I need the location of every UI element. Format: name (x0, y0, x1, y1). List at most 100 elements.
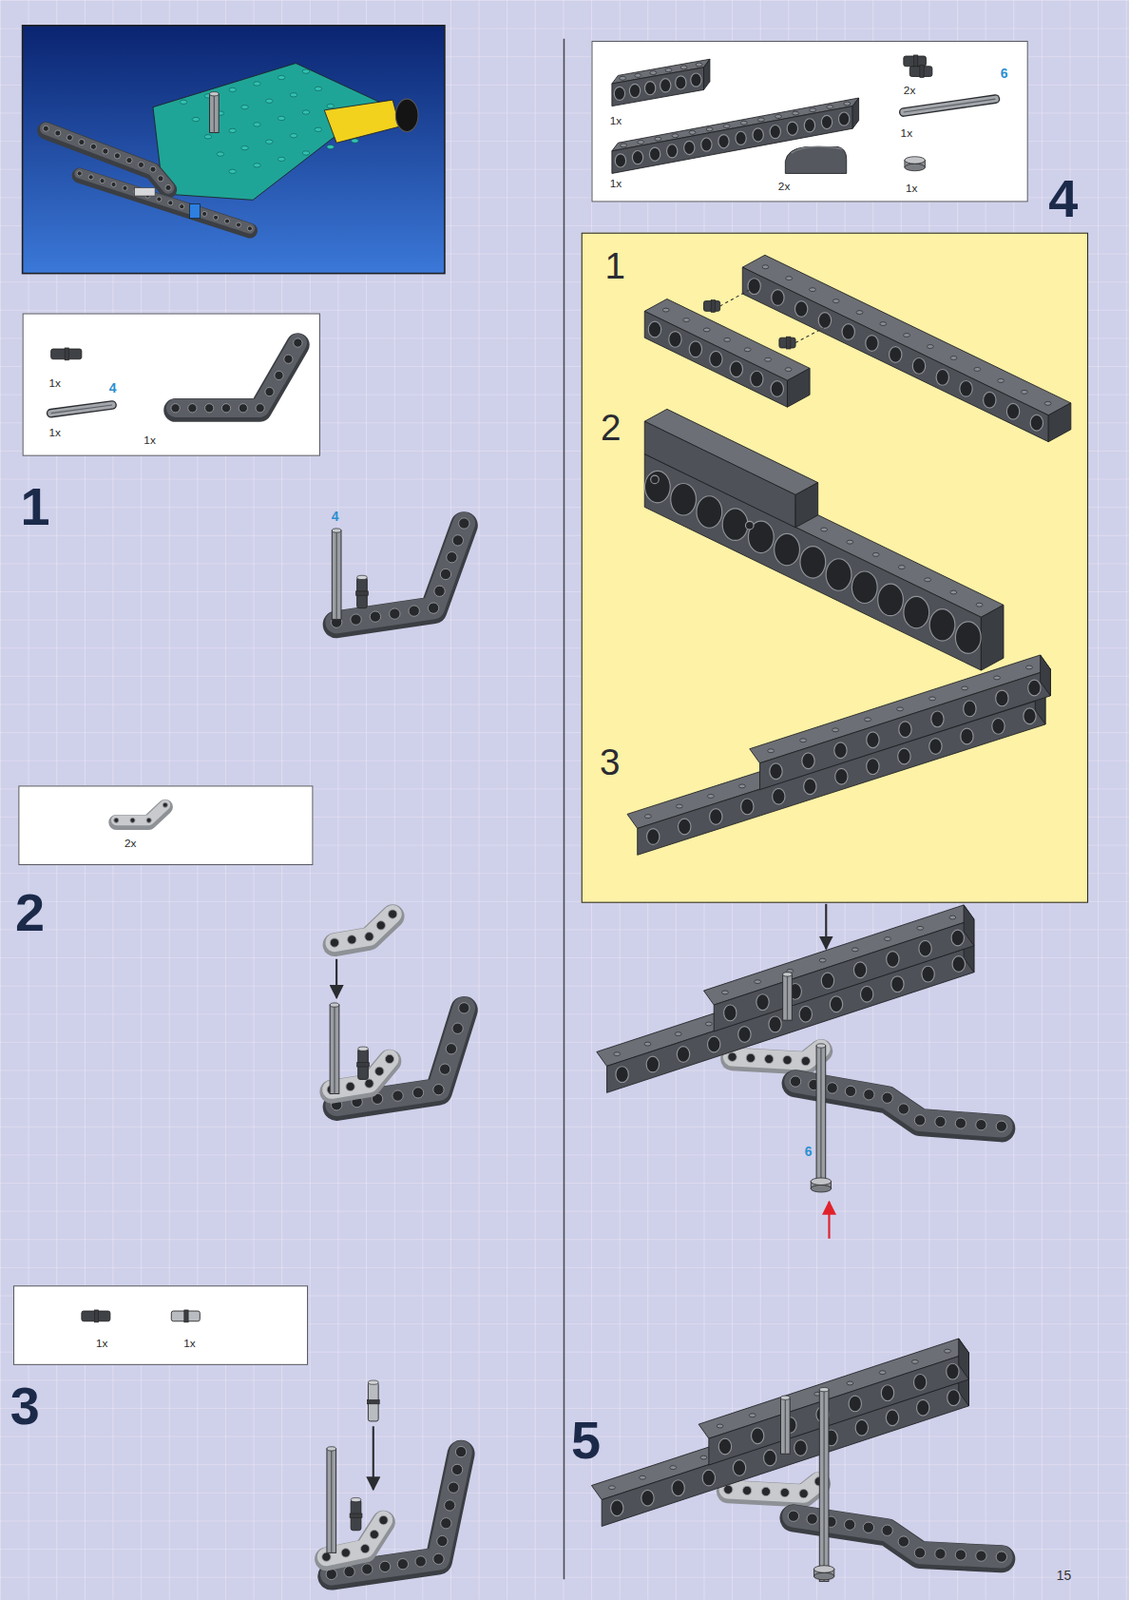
stud (289, 133, 298, 138)
axle (329, 1004, 340, 1093)
axle-groove (822, 1391, 824, 1582)
beam-hole (983, 391, 996, 408)
stud (326, 103, 335, 108)
model-picture (22, 25, 445, 274)
stud (706, 127, 713, 132)
beam-hole (931, 710, 944, 728)
beam-hole (963, 700, 976, 717)
bush-top (904, 156, 925, 165)
liftarm-hole (881, 1524, 893, 1535)
beam-hole (771, 289, 785, 307)
stud (716, 1423, 724, 1428)
beam-hole (898, 747, 911, 765)
liftarm-hole (397, 1558, 408, 1570)
stud (994, 675, 1001, 680)
part-count: 2x (778, 180, 790, 192)
liftarm-hole (780, 1487, 789, 1496)
liftarm-hole (157, 175, 164, 182)
beam-side (644, 454, 981, 671)
beam-hole (1030, 414, 1043, 431)
stud (949, 915, 957, 919)
beam-hole (929, 609, 956, 641)
beam-hole (649, 147, 660, 161)
liftarm-hole (255, 403, 265, 413)
pin-mark (650, 475, 660, 484)
beam-hole (732, 1459, 746, 1476)
liftarm-hole (392, 1090, 403, 1101)
beam-hole (794, 1439, 807, 1456)
beam-hole (774, 533, 801, 565)
liftarm-hole (452, 1022, 463, 1034)
parts-callout: 2x (18, 784, 313, 865)
liftarm-hole (843, 1518, 855, 1530)
beam-end (963, 904, 975, 946)
stud (650, 71, 657, 76)
part-count: 2x (903, 84, 916, 96)
beam-hole (675, 76, 687, 90)
beam-hole (946, 1362, 959, 1379)
pin-mark (745, 520, 754, 530)
beam-hole (702, 1469, 715, 1486)
axle-end (783, 972, 793, 976)
liftarm-hole (362, 1563, 373, 1574)
beam-hole (929, 738, 942, 755)
liftarm-hole (801, 1055, 810, 1065)
stud (911, 1358, 919, 1363)
beam-hole (889, 346, 902, 364)
beam-hole (960, 727, 974, 745)
beam-side (644, 310, 787, 407)
beam-hole (821, 972, 834, 989)
liftarm-hole (448, 1481, 460, 1493)
stud (229, 169, 237, 173)
liftarm-hole (789, 1075, 801, 1087)
beam-hole (848, 1395, 862, 1412)
beam-hole (955, 621, 981, 653)
page-number: 15 (1056, 1569, 1072, 1583)
stud (1020, 389, 1028, 394)
beam-hole (752, 128, 764, 142)
stud (974, 367, 981, 372)
liftarm-hole (130, 817, 135, 823)
liftarm-hole (914, 1114, 925, 1126)
stud (277, 156, 286, 161)
axle (816, 1045, 826, 1184)
axle-end (210, 92, 220, 96)
axle (326, 1448, 337, 1552)
column-divider (563, 38, 566, 1579)
beam-hole (802, 752, 815, 769)
liftarm-hole (88, 174, 94, 180)
pin-collar (786, 336, 791, 349)
liftarm-top (334, 914, 393, 943)
beam-hole (709, 350, 723, 367)
beam-hole (684, 140, 695, 154)
stud (705, 1021, 712, 1026)
stud (832, 727, 840, 732)
beam-hole (768, 1015, 782, 1033)
liftarm-hole (265, 386, 274, 396)
beam-hole (641, 1489, 654, 1506)
beam-hole (885, 1409, 899, 1426)
beam-hole (701, 137, 712, 152)
liftarm-hole (437, 1534, 448, 1546)
liftarm-hole (202, 210, 208, 216)
liftarm-hole (440, 1063, 451, 1074)
stud (179, 99, 188, 104)
liftarm-hole (433, 1083, 444, 1094)
liftarm-hole (389, 608, 401, 619)
beam-side (612, 106, 853, 174)
beam-end (852, 97, 859, 129)
pin-collar (710, 300, 715, 313)
stud (744, 347, 751, 352)
stud (637, 140, 645, 145)
beam-hole (855, 1418, 868, 1436)
liftarm-hole (221, 403, 230, 413)
axle-end (816, 1043, 826, 1048)
liftarm-hole (434, 585, 445, 596)
step-number: 1 (19, 478, 50, 533)
step-number: 5 (571, 1412, 601, 1466)
liftarm-hole (995, 1120, 1007, 1131)
beam-hole (866, 731, 880, 748)
liftarm-hole (935, 1115, 946, 1127)
liftarm-hole (369, 1529, 379, 1538)
liftarm-hole (415, 1555, 426, 1567)
